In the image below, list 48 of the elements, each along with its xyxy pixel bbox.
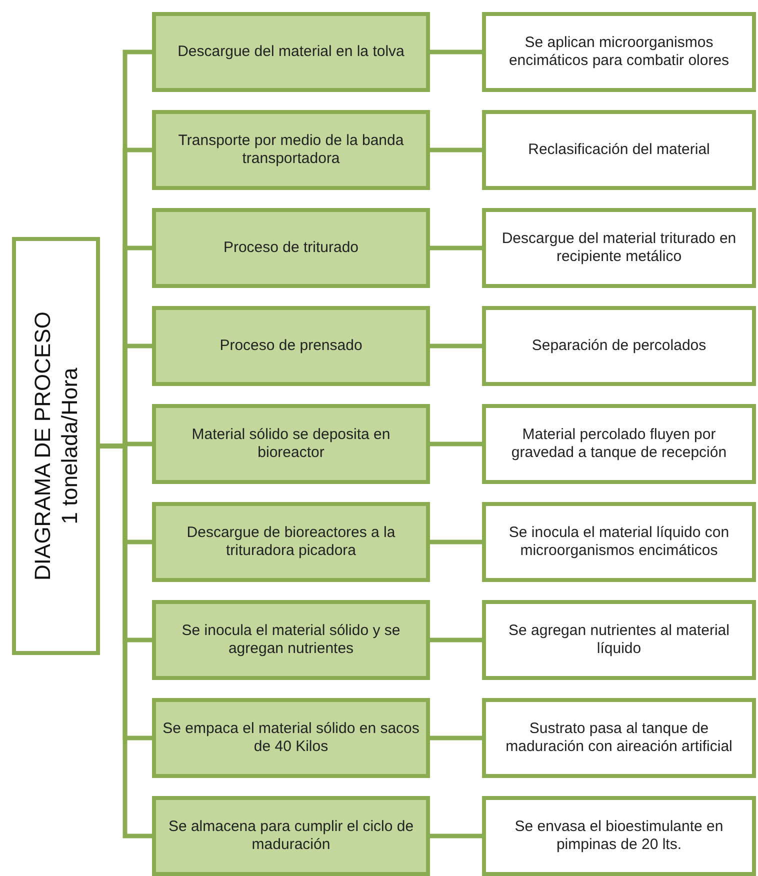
process-step-box <box>152 600 430 680</box>
process-step-box <box>152 796 430 876</box>
process-step-box <box>152 502 430 582</box>
step-text: Proceso de triturado <box>222 239 360 257</box>
title-box <box>12 237 100 655</box>
detail-box <box>482 306 756 386</box>
title-text: 1 tonelada/Hora <box>56 366 83 526</box>
connector-line <box>430 344 482 348</box>
process-step-box <box>152 404 430 484</box>
connector-line <box>430 638 482 642</box>
connector-line <box>430 736 482 740</box>
detail-box <box>482 12 756 92</box>
step-text: Descargue de bioreactores a la trituradora picadora <box>186 524 396 560</box>
step-text: Se agregan nutrientes al material líquido <box>508 622 730 658</box>
step-text: Se almacena para cumplir el ciclo de maduración <box>167 818 415 854</box>
step-text: Se empaca el material sólido en sacos de 40 Kilos <box>162 720 420 756</box>
step-text: Transporte por medio de la banda transportadora <box>177 132 405 168</box>
step-text: Descargue del material en la tolva <box>176 43 406 61</box>
step-text: Material percolado fluyen por gravedad a tanque de recepción <box>510 426 728 462</box>
detail-box <box>482 208 756 288</box>
process-step-box <box>152 110 430 190</box>
connector-line <box>430 148 482 152</box>
process-step-box <box>152 306 430 386</box>
process-step-box <box>152 698 430 778</box>
title-text: DIAGRAMA DE PROCESO <box>28 310 56 582</box>
step-text: Se inocula el material líquido con microorganismos encimáticos <box>508 524 730 560</box>
connector-line <box>430 442 482 446</box>
detail-box <box>482 502 756 582</box>
step-text: Separación de percolados <box>530 337 708 355</box>
step-text: Se inocula el material sólido y se agregan nutrientes <box>180 622 402 658</box>
process-step-box <box>152 208 430 288</box>
step-text: Material sólido se deposita en bioreactor <box>190 426 392 462</box>
connector-line <box>430 834 482 838</box>
step-text: Se envasa el bioestimulante en pimpinas de 20 lts. <box>514 818 724 854</box>
connector-line <box>430 246 482 250</box>
detail-box <box>482 796 756 876</box>
step-text: Sustrato pasa al tanque de maduración con aireación artificial <box>504 720 734 756</box>
process-step-box <box>152 12 430 92</box>
detail-box <box>482 698 756 778</box>
step-text: Descargue del material triturado en recipiente metálico <box>500 230 738 266</box>
step-text: Proceso de prensado <box>218 337 364 355</box>
detail-box <box>482 110 756 190</box>
detail-box <box>482 404 756 484</box>
detail-box <box>482 600 756 680</box>
step-text: Se aplican microorganismos encimáticos para combatir olores <box>508 34 730 70</box>
step-text: Reclasificación del material <box>527 141 711 159</box>
connector-line <box>430 540 482 544</box>
connector-line <box>430 50 482 54</box>
